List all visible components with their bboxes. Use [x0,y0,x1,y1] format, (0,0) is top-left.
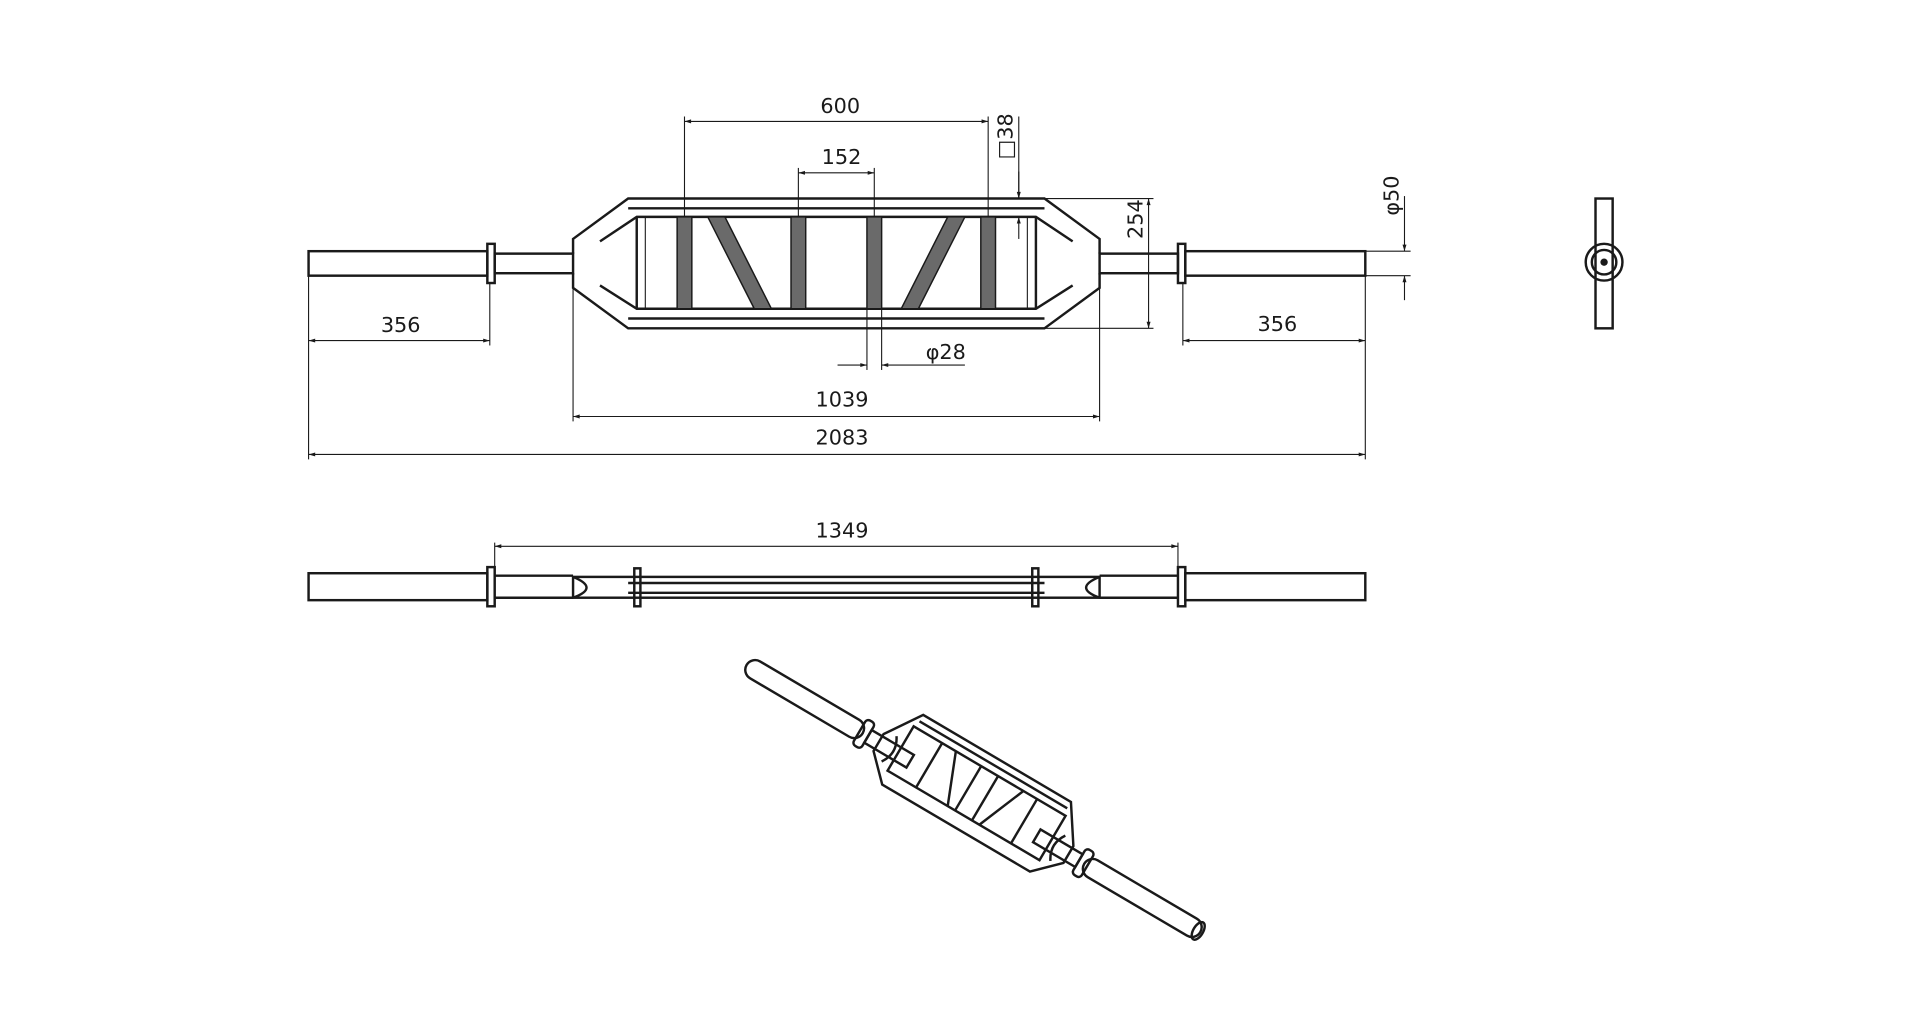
dim-phi-50: φ50 [1379,175,1403,215]
isometric-view [744,658,1206,941]
dim-356-left: 356 [381,313,421,337]
top-view: 600 152 □38 254 φ50 356 356 φ28 1039 208… [307,94,1411,460]
dim-1349: 1349 [816,519,869,543]
dim-600: 600 [820,94,860,118]
dim-1039: 1039 [816,388,869,412]
dim-152: 152 [822,145,862,169]
dim-254: 254 [1123,199,1147,239]
handle-1 [676,216,693,310]
handle-2 [706,216,773,310]
handle-6 [980,216,997,310]
dim-356-right: 356 [1258,312,1298,336]
handle-5 [900,216,967,310]
handle-4 [866,216,883,310]
end-view [1584,197,1624,330]
dim-phi-28: φ28 [926,340,966,364]
handle-3 [790,216,807,310]
side-view: 1349 [307,519,1367,608]
dim-2083: 2083 [816,426,869,450]
dim-square-38: □38 [994,113,1018,159]
